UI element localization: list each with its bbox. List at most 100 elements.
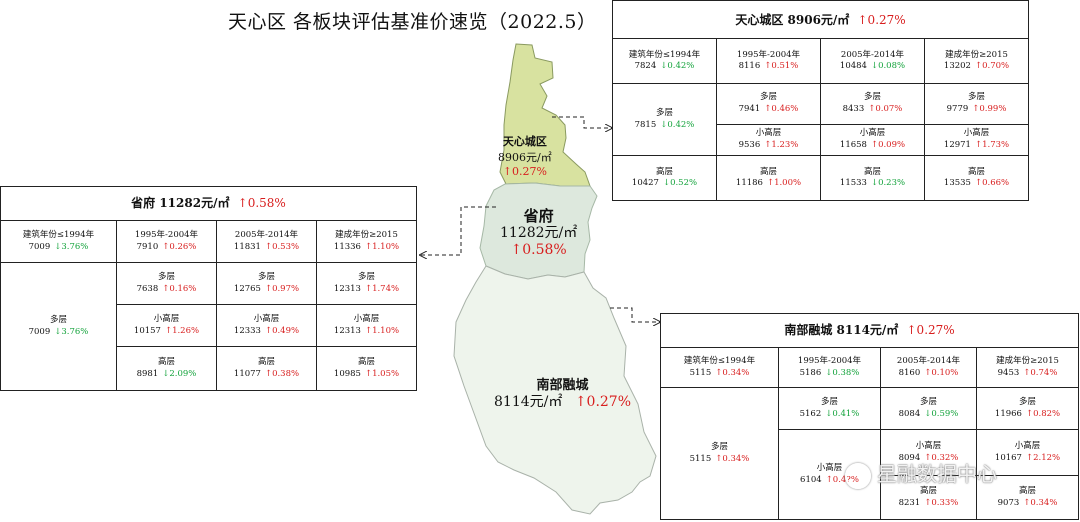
nanbu-map-price: 8114元/㎡ bbox=[494, 394, 563, 411]
change: ↓2.09% bbox=[162, 368, 197, 379]
cell-label: 建成年份≥2015 bbox=[996, 356, 1059, 367]
cell-label: 小高层 bbox=[816, 463, 843, 474]
page-title: 天心区 各板块评估基准价速览（2022.5） bbox=[228, 11, 597, 33]
price: 8084 bbox=[898, 408, 921, 419]
price: 12765 bbox=[233, 283, 261, 294]
shengfu-header-text: 省府 11282元/㎡ bbox=[131, 196, 230, 211]
price: 8160 bbox=[898, 367, 921, 378]
price: 9779 bbox=[946, 103, 969, 114]
change: ↑0.10% bbox=[924, 367, 959, 378]
price: 9536 bbox=[738, 139, 761, 150]
tianxin-panel-header: 天心城区 8906元/㎡ ↑0.27% bbox=[611, 0, 1030, 40]
cell-value: 9536↑1.23% bbox=[717, 140, 820, 151]
shengfu-map-price: 11282元/㎡ bbox=[500, 225, 578, 241]
change: ↑0.51% bbox=[764, 61, 799, 72]
nanbu-region-shape[interactable] bbox=[453, 265, 657, 515]
cell-label: 高层 bbox=[919, 486, 937, 497]
price: 5115 bbox=[689, 453, 712, 464]
cell-label: 2005年-2014年 bbox=[896, 356, 961, 367]
cell-label: 高层 bbox=[655, 166, 673, 177]
change: ↑0.32% bbox=[924, 452, 959, 463]
tianxin-map-price: 8906元/㎡ bbox=[498, 151, 552, 164]
change: ↑0.74% bbox=[1023, 367, 1058, 378]
price: 9073 bbox=[997, 497, 1020, 508]
price: 8981 bbox=[136, 368, 159, 379]
cell-value: 12971↑1.73% bbox=[925, 140, 1028, 151]
change: ↓0.42% bbox=[660, 119, 695, 130]
cell-label: 小高层 bbox=[153, 314, 180, 325]
cell-value: 7009↓3.76% bbox=[1, 242, 116, 253]
watermark-text: 星融数据中心 bbox=[877, 462, 997, 486]
change: ↑2.12% bbox=[1025, 452, 1061, 463]
price: 10157 bbox=[133, 325, 161, 336]
cell-value: 11186↑1.00% bbox=[717, 178, 820, 189]
cell-value: 11533↓0.23% bbox=[821, 178, 924, 189]
cell-value: 10985↑1.05% bbox=[317, 369, 416, 380]
cell-label: 多层 bbox=[968, 92, 986, 103]
cell-label: 小高层 bbox=[353, 314, 380, 325]
shengfu-map-label: 省府 11282元/㎡ ↑0.58% bbox=[500, 207, 577, 259]
price: 11658 bbox=[839, 139, 867, 150]
cell-value: 11831↑0.53% bbox=[217, 242, 316, 253]
tianxin-header-change: ↑0.27% bbox=[857, 12, 906, 27]
change: ↑0.53% bbox=[264, 241, 300, 252]
cell-label: 多层 bbox=[1019, 397, 1037, 408]
cell-label: 多层 bbox=[157, 272, 175, 283]
cell-label: 建筑年份≤1994年 bbox=[683, 356, 756, 367]
change: ↑0.46% bbox=[764, 103, 799, 114]
cell-value: 11077↑0.38% bbox=[217, 369, 316, 380]
cell-label: 多层 bbox=[257, 272, 275, 283]
change: ↑0.38% bbox=[264, 368, 300, 379]
price: 8116 bbox=[738, 61, 761, 72]
price: 12313 bbox=[333, 283, 361, 294]
cell-value: 11336↑1.10% bbox=[317, 242, 416, 253]
cell-label: 多层 bbox=[49, 315, 67, 326]
tianxin-region-shape[interactable] bbox=[499, 43, 591, 187]
price: 8433 bbox=[842, 103, 865, 114]
cell-value: 5162↓0.41% bbox=[779, 409, 880, 420]
cell-label: 高层 bbox=[1019, 486, 1037, 497]
cell-label: 高层 bbox=[257, 357, 275, 368]
cell-value: 13535↑0.66% bbox=[925, 178, 1028, 189]
cell-label: 高层 bbox=[863, 166, 881, 177]
change: ↑0.34% bbox=[715, 453, 750, 464]
shengfu-panel-header: 省府 11282元/㎡ ↑0.58% bbox=[0, 186, 417, 221]
cell-label: 多层 bbox=[863, 92, 881, 103]
cell-value: 12333↑0.49% bbox=[217, 326, 316, 337]
cell-label: 高层 bbox=[157, 357, 175, 368]
cell-value: 7910↑0.26% bbox=[117, 242, 216, 253]
cell-label: 多层 bbox=[710, 442, 728, 453]
tianxin-map-label: 天心城区 8906元/㎡ ↑0.27% bbox=[498, 133, 552, 178]
cell-value: 8433↑0.07% bbox=[821, 104, 924, 115]
cell-label: 1995年-2004年 bbox=[797, 356, 862, 367]
cell-label: 多层 bbox=[357, 272, 375, 283]
cell-value: 5186↓0.38% bbox=[779, 368, 880, 379]
change: ↑1.00% bbox=[766, 178, 802, 188]
cell-value: 8981↓2.09% bbox=[117, 369, 216, 380]
